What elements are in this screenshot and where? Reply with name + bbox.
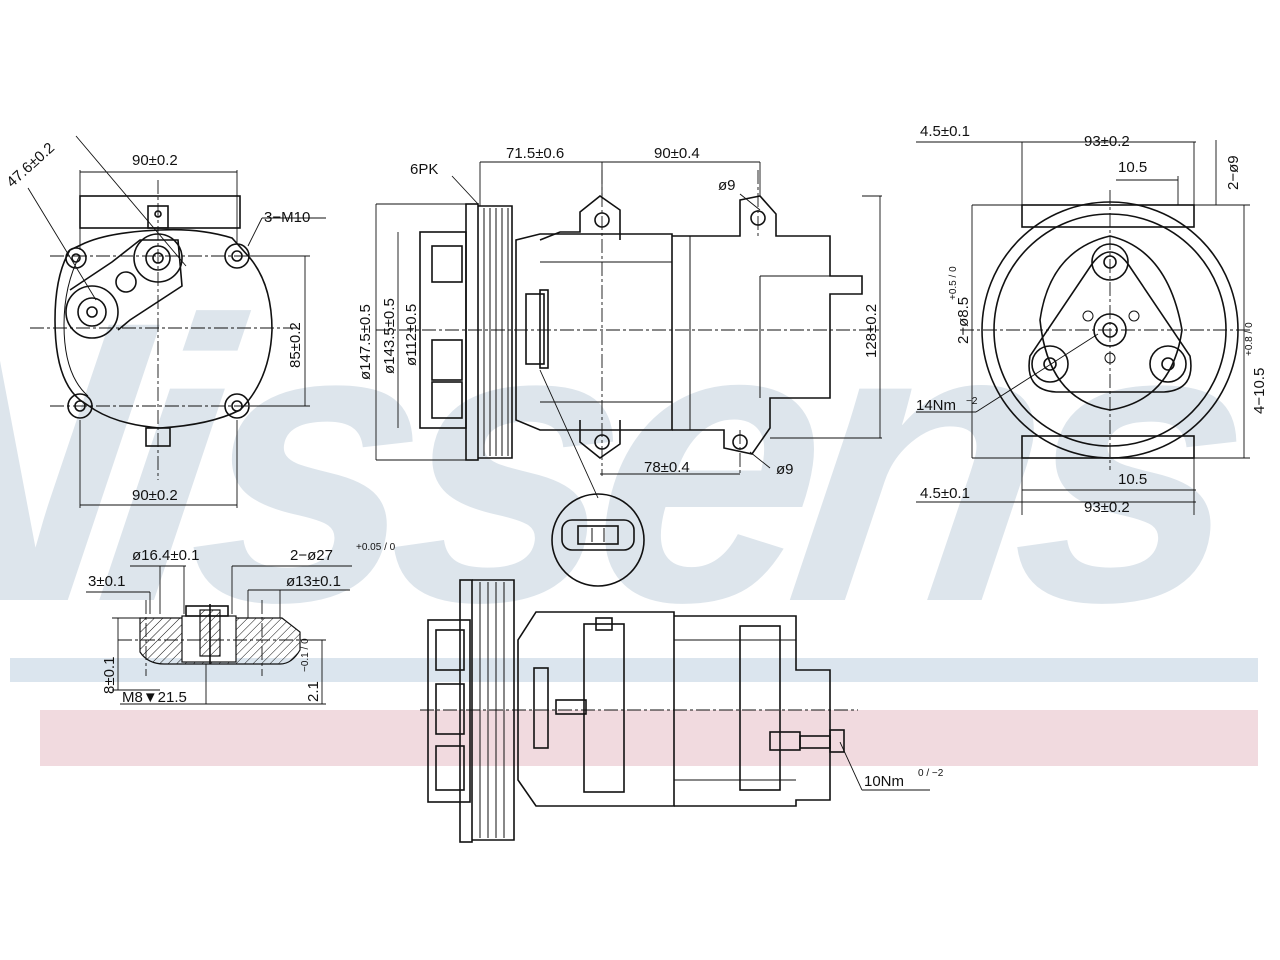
side-bottom-dim: 78±0.4 xyxy=(644,459,690,476)
rear-right-holes-tol: +0.8 / 0 xyxy=(1244,322,1255,356)
port-holes-tol: +0.05 / 0 xyxy=(356,542,396,553)
port-depth-right: 2.1 xyxy=(305,681,322,702)
rear-bottom-inner: 10.5 xyxy=(1118,471,1147,488)
bottom-torque: 10Nm xyxy=(864,773,904,790)
port-section-view xyxy=(86,565,352,705)
rear-top-holes: 2−ø9 xyxy=(1225,155,1242,190)
port-holes: 2−ø27 xyxy=(290,547,333,564)
rear-torque-tol: −2 xyxy=(966,396,978,407)
rear-bottom-width: 93±0.2 xyxy=(1084,499,1130,516)
port-thread: M8▼21.5 xyxy=(122,689,187,706)
bottom-torque-tol: 0 / −2 xyxy=(918,768,944,779)
front-angle-dim: 47.6±0.2 xyxy=(3,139,58,191)
watermark-band-red xyxy=(40,710,1258,766)
side-diameter-1: ø147.5±0.5 xyxy=(357,304,374,380)
rear-right-holes: 4−10.5 xyxy=(1251,368,1268,414)
rear-view-right xyxy=(916,140,1250,515)
side-dim-a: 71.5±0.6 xyxy=(506,145,564,162)
side-hole-top: ø9 xyxy=(718,177,736,194)
front-bottom-width-dim: 90±0.2 xyxy=(132,487,178,504)
rear-left-holes: 2−ø8.5 xyxy=(955,297,972,344)
rear-torque: 14Nm xyxy=(916,397,956,414)
port-depth-left: 8±0.1 xyxy=(101,657,118,694)
side-height-dim: 128±0.2 xyxy=(863,304,880,358)
side-hole-bottom: ø9 xyxy=(776,461,794,478)
belt-label: 6PK xyxy=(410,161,438,178)
port-depth-right-tol: −0.1 / 0 xyxy=(300,638,311,672)
rear-top-width: 93±0.2 xyxy=(1084,133,1130,150)
side-dim-b: 90±0.4 xyxy=(654,145,700,162)
front-top-width-dim: 90±0.2 xyxy=(132,152,178,169)
rear-top-offset: 4.5±0.1 xyxy=(920,123,970,140)
rear-bottom-offset: 4.5±0.1 xyxy=(920,485,970,502)
port-offset: 3±0.1 xyxy=(88,573,125,590)
rear-top-inner: 10.5 xyxy=(1118,159,1147,176)
front-height-dim: 85±0.2 xyxy=(287,322,304,368)
side-diameter-2: ø143.5±0.5 xyxy=(381,298,398,374)
port-outer-diameter: ø16.4±0.1 xyxy=(132,547,199,564)
side-diameter-3: ø112±0.5 xyxy=(403,304,420,366)
front-view-left xyxy=(27,135,326,508)
bottom-view xyxy=(420,579,930,843)
side-view xyxy=(375,161,882,587)
rear-left-holes-tol: +0.5 / 0 xyxy=(948,266,959,300)
front-bolt-label: 3−M10 xyxy=(264,209,310,226)
port-inner-diameter: ø13±0.1 xyxy=(286,573,341,590)
